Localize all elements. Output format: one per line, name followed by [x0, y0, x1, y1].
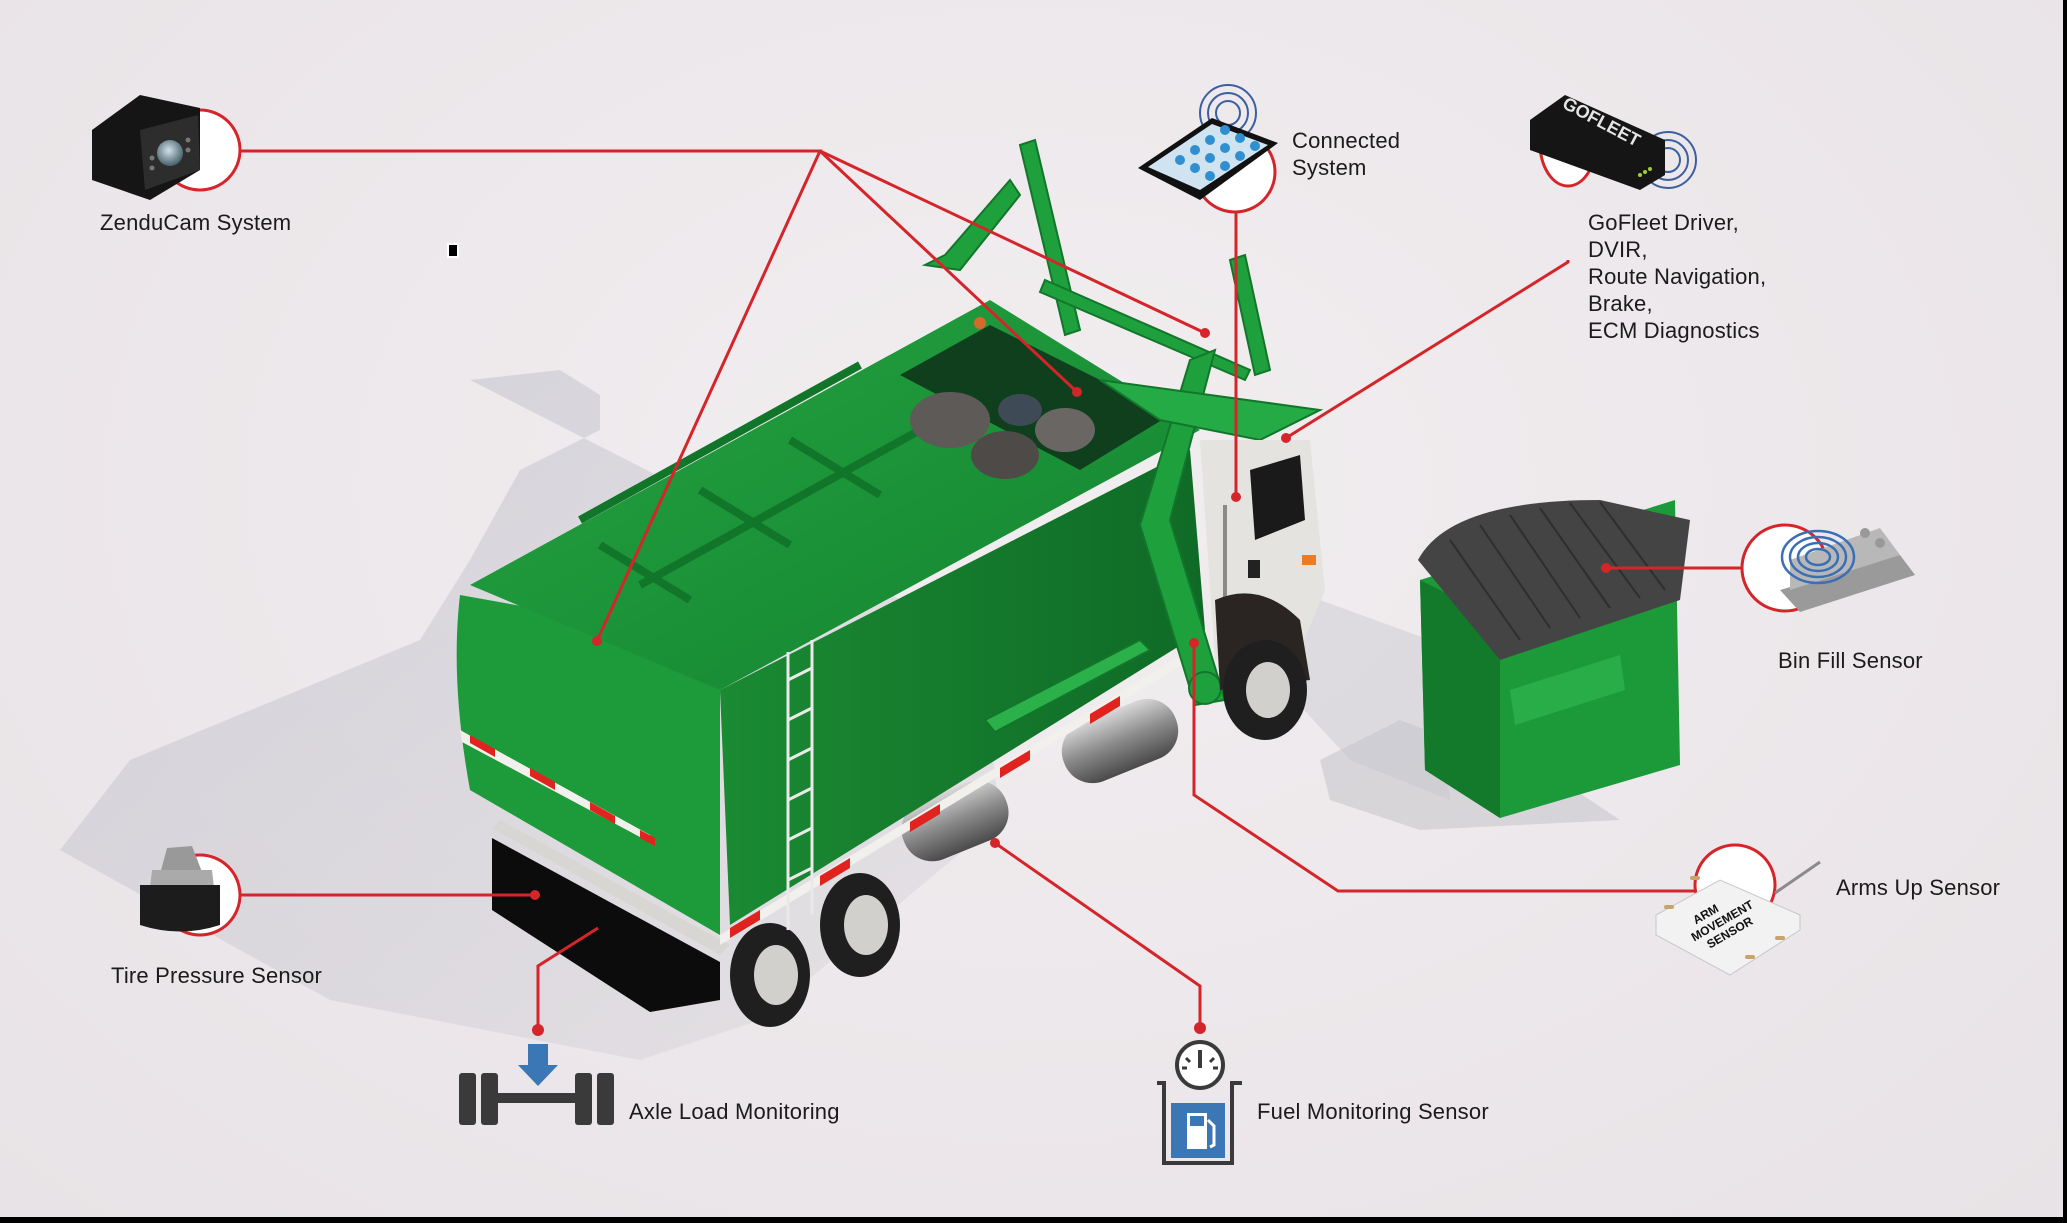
- label-connected-system: Connected System: [1292, 127, 1400, 181]
- arm-movement-sensor-icon: ARM MOVEMENT SENSOR: [1655, 843, 1821, 976]
- label-line: Connected: [1292, 128, 1401, 153]
- label-gofleet-services: GoFleet Driver, DVIR, Route Navigation, …: [1588, 209, 1766, 344]
- gofleet-device-icon: GOFLEET: [1530, 93, 1697, 190]
- garbage-truck: [456, 138, 1325, 1027]
- rear-wheels: [730, 873, 900, 1027]
- tire-pressure-sensor-icon: [140, 846, 242, 937]
- label-bin-fill-sensor: Bin Fill Sensor: [1778, 648, 1923, 673]
- callout-dots: [530, 328, 1611, 1036]
- reflective-strip: [720, 650, 1190, 945]
- label-line: Route Navigation,: [1588, 264, 1767, 289]
- text-cursor-mark: [447, 243, 459, 258]
- label-line: DVIR,: [1588, 237, 1648, 262]
- trash-bags: [910, 392, 1095, 479]
- label-arms-up-sensor: Arms Up Sensor: [1836, 875, 2001, 900]
- label-line: System: [1292, 155, 1367, 180]
- lift-arms: [921, 138, 1324, 734]
- dumpster: [1418, 500, 1690, 818]
- label-line: Brake,: [1588, 291, 1653, 316]
- fuel-gauge-icon: [1157, 1040, 1242, 1165]
- truck-cab: [1200, 440, 1325, 740]
- tablet-wireless-icon: [1138, 84, 1278, 214]
- callout-lines: [240, 149, 1744, 1030]
- dashcam-icon: [92, 95, 242, 200]
- bin-fill-sensor-icon: [1740, 523, 1915, 613]
- label-fuel-monitoring-sensor: Fuel Monitoring Sensor: [1257, 1099, 1489, 1124]
- label-axle-load-monitoring: Axle Load Monitoring: [629, 1099, 840, 1124]
- label-zenducam-system: ZenduCam System: [100, 210, 292, 235]
- axle-load-icon: [459, 1044, 614, 1125]
- label-line: ECM Diagnostics: [1588, 318, 1760, 343]
- label-tire-pressure-sensor: Tire Pressure Sensor: [111, 963, 323, 988]
- label-line: GoFleet Driver,: [1588, 210, 1739, 235]
- ladder: [786, 640, 814, 930]
